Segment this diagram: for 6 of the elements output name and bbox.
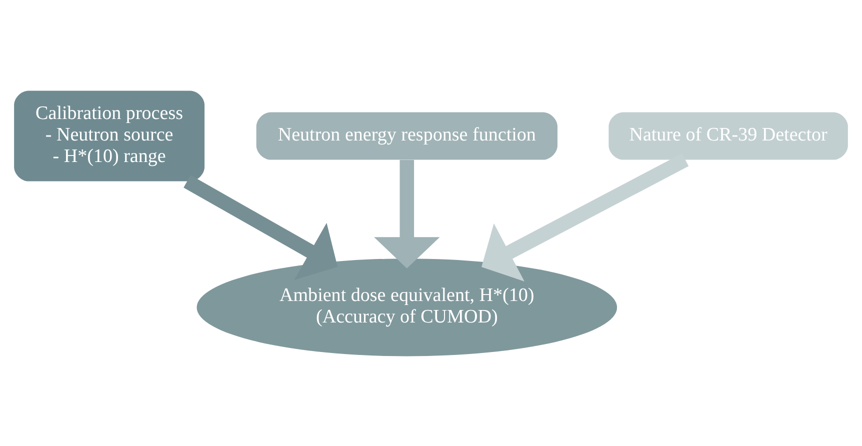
- node-ellipse: Ambient dose equivalent, H*(10) (Accuracy of CUMOD): [196, 258, 618, 356]
- node-box: Calibration process - Neutron source - H*(10) range: [14, 90, 205, 181]
- arrow: [374, 159, 440, 268]
- node-box: Nature of CR-39 Detector: [608, 112, 848, 160]
- node-box: Neutron energy response function: [256, 112, 558, 160]
- arrow: [184, 174, 338, 280]
